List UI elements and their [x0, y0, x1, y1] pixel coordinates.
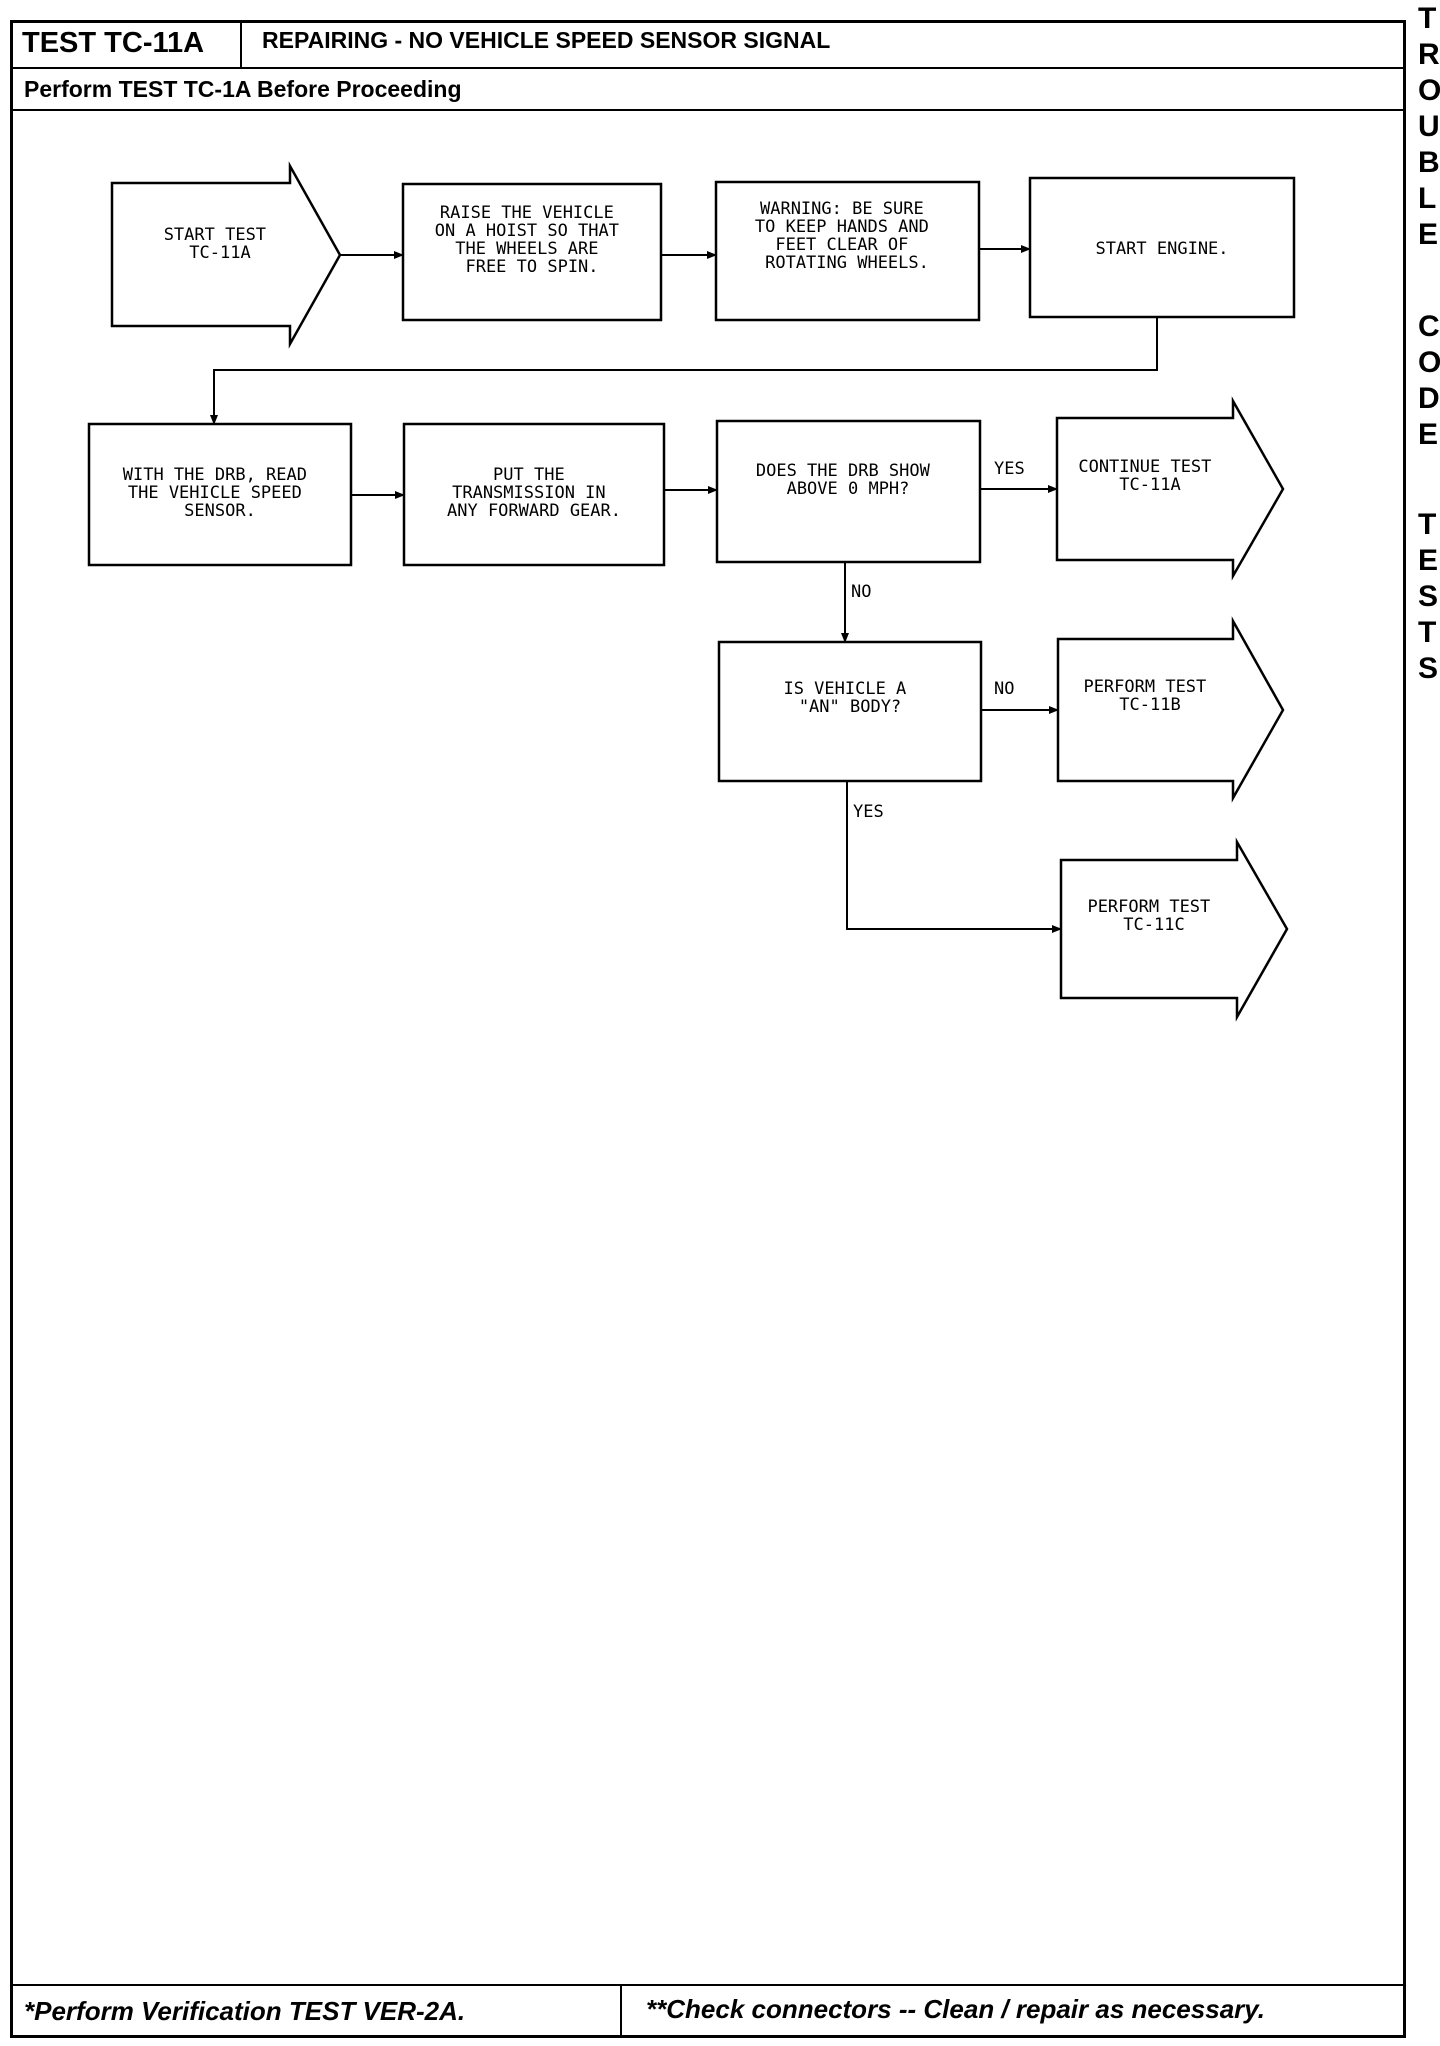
side-tab-letter: U [1418, 110, 1440, 143]
prerequisite-row: Perform TEST TC-1A Before Proceeding [10, 69, 1406, 111]
raise-line: THE WHEELS ARE [455, 239, 598, 259]
start-text: START TEST TC-11A [164, 225, 277, 263]
continue-text: CONTINUE TEST TC-11A [1078, 457, 1221, 495]
footer-verification-note: *Perform Verification TEST VER-2A. [10, 1986, 622, 2038]
side-tab-letter: B [1418, 146, 1440, 179]
perform-b-arrow-shape [1056, 616, 1285, 803]
read-vss-line: WITH THE DRB, READ [123, 465, 307, 485]
side-tab-letter: T [1418, 2, 1437, 35]
connector [846, 781, 1062, 933]
header-row: TEST TC-11A REPAIRING - NO VEHICLE SPEED… [10, 20, 1406, 69]
connector [210, 317, 1158, 425]
question-mph-line: ABOVE 0 MPH? [787, 479, 910, 499]
put-gear-line: TRANSMISSION IN [452, 483, 606, 503]
perform-c-arrow-shape [1059, 837, 1289, 1022]
side-tab-letter: R [1418, 38, 1440, 71]
warning-line: ROTATING WHEELS. [765, 253, 929, 273]
raise-line: RAISE THE VEHICLE [440, 203, 614, 223]
yes-label: YES [853, 802, 884, 822]
perform-b-text: PERFORM TEST TC-11B [1083, 677, 1216, 715]
side-tab-letter: E [1418, 544, 1439, 577]
question-mph-box [715, 419, 982, 564]
raise-line: ON A HOIST SO THAT [435, 221, 619, 241]
start-line: START TEST [164, 225, 266, 245]
test-title: REPAIRING - NO VEHICLE SPEED SENSOR SIGN… [262, 27, 831, 53]
perform-b-line: PERFORM TEST [1083, 677, 1206, 697]
yes-label: YES [994, 459, 1025, 479]
question-body-line: IS VEHICLE A [783, 679, 906, 699]
put-gear-line: PUT THE [493, 465, 565, 485]
question-mph-line: DOES THE DRB SHOW [756, 461, 931, 481]
put-gear-line: ANY FORWARD GEAR. [447, 501, 621, 521]
no-label: NO [851, 582, 871, 602]
side-tab-letter: T [1418, 616, 1437, 649]
test-id: TEST TC-11A [10, 20, 242, 67]
side-tab-letter: D [1418, 382, 1440, 415]
start-engine-box [1028, 176, 1296, 319]
prerequisite-note: Perform TEST TC-1A Before Proceeding [24, 76, 462, 102]
side-tab-letter: T [1418, 508, 1437, 541]
side-tab-letter: C [1418, 310, 1440, 343]
raise-vehicle-text: RAISE THE VEHICLE ON A HOIST SO THAT THE… [435, 203, 629, 277]
put-gear-text: PUT THE TRANSMISSION IN ANY FORWARD GEAR… [447, 465, 621, 521]
side-tab-letter: O [1418, 346, 1440, 379]
footer: *Perform Verification TEST VER-2A. **Che… [10, 1984, 1406, 2038]
read-vss-line: SENSOR. [184, 501, 256, 521]
side-tab-letter: E [1418, 418, 1439, 451]
side-tab-letter: O [1418, 74, 1440, 107]
perform-c-line: TC-11C [1123, 915, 1184, 935]
warning-line: WARNING: BE SURE [760, 199, 924, 219]
start-engine-line: START ENGINE. [1095, 239, 1228, 259]
read-vss-line: THE VEHICLE SPEED [128, 483, 302, 503]
flowchart: START TEST TC-11A RAISE THE VEHICLE ON A… [87, 161, 1296, 1022]
question-body-box [717, 640, 983, 783]
side-tab-letter: S [1418, 652, 1439, 685]
page-frame [10, 20, 1406, 2038]
side-tab-letter: L [1418, 182, 1437, 215]
warning-box [714, 180, 981, 322]
raise-vehicle-box [401, 182, 663, 322]
continue-line: TC-11A [1119, 475, 1180, 495]
continue-line: CONTINUE TEST [1078, 457, 1211, 477]
question-body-text: IS VEHICLE A "AN" BODY? [783, 679, 916, 717]
footer-connectors-note: **Check connectors -- Clean / repair as … [646, 1994, 1265, 2024]
perform-b-line: TC-11B [1119, 695, 1180, 715]
continue-arrow-shape [1055, 396, 1285, 581]
start-line: TC-11A [189, 243, 250, 263]
start-engine-text: START ENGINE. [1095, 239, 1228, 259]
question-mph-text: DOES THE DRB SHOW ABOVE 0 MPH? [756, 461, 940, 499]
read-vss-text: WITH THE DRB, READ THE VEHICLE SPEED SEN… [123, 465, 317, 521]
question-body-line: "AN" BODY? [799, 697, 901, 717]
warning-line: TO KEEP HANDS AND [755, 217, 929, 237]
perform-c-line: PERFORM TEST [1087, 897, 1210, 917]
warning-text: WARNING: BE SURE TO KEEP HANDS AND FEET … [755, 199, 939, 273]
side-tab-letter: S [1418, 580, 1439, 613]
start-arrow-shape [110, 161, 342, 349]
side-tab-letter: E [1418, 218, 1439, 251]
warning-line: FEET CLEAR OF [775, 235, 908, 255]
read-vss-box [87, 422, 353, 567]
no-label: NO [994, 679, 1014, 699]
perform-c-text: PERFORM TEST TC-11C [1087, 897, 1220, 935]
put-gear-box [402, 422, 666, 567]
raise-line: FREE TO SPIN. [465, 257, 598, 277]
